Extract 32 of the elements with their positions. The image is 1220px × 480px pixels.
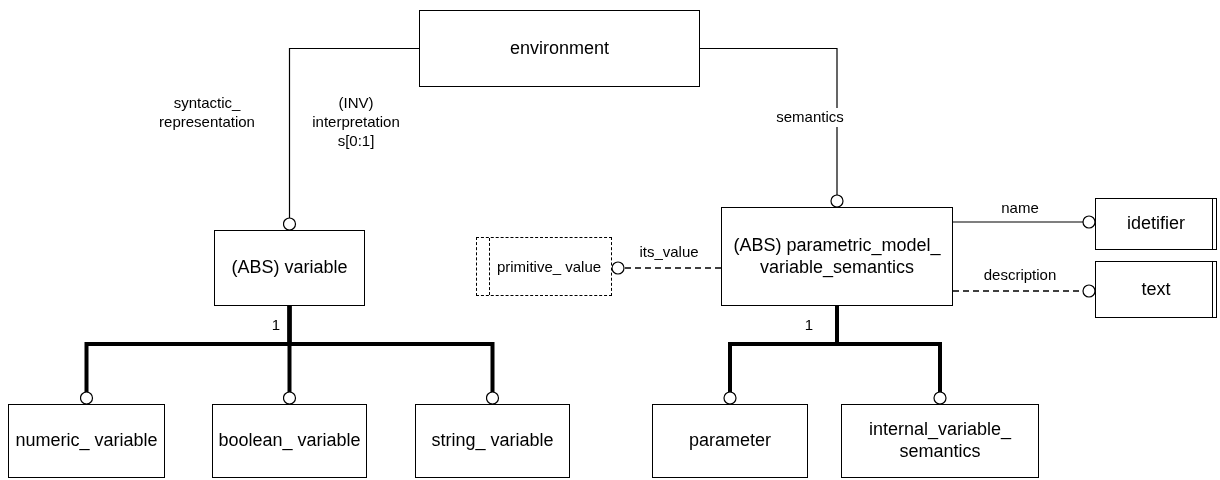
node-label: idetifier [1127,213,1185,235]
node-label: numeric_ variable [15,430,158,452]
node-label: parameter [688,430,771,452]
node-label: primitive_ value [495,257,602,276]
entity-box [212,404,367,478]
connector-line [952,215,1096,229]
entity-box [8,404,165,478]
cardinality-label: 1 [803,316,815,335]
node-label: (ABS) variable [231,257,348,279]
connector-line [282,47,420,231]
connector-line [287,306,500,405]
connector-line [699,47,844,208]
node-label: (ABS) parametric_model_ variable_semantics [732,234,942,279]
connector-line [835,306,947,405]
node-label: environment [509,37,610,60]
node-label: boolean_ variable [218,430,361,452]
defined-type-box [476,237,612,296]
node-label: internal_variable_ semantics [867,419,1013,463]
connector-line [611,261,722,275]
entity-box [419,10,700,87]
connector-line [952,284,1096,298]
entity-box [721,207,953,306]
node-label: text [1141,278,1171,301]
entity-box [415,404,570,478]
entity-box [214,230,365,306]
inverse-label: (INV) interpretation s[0:1] [311,94,401,151]
node-label: string_ variable [431,430,554,452]
cardinality-label: 1 [270,316,282,335]
entity-box [841,404,1039,478]
simple-type-box [1095,261,1217,318]
entity-box [652,404,808,478]
simple-type-box [1095,198,1217,250]
